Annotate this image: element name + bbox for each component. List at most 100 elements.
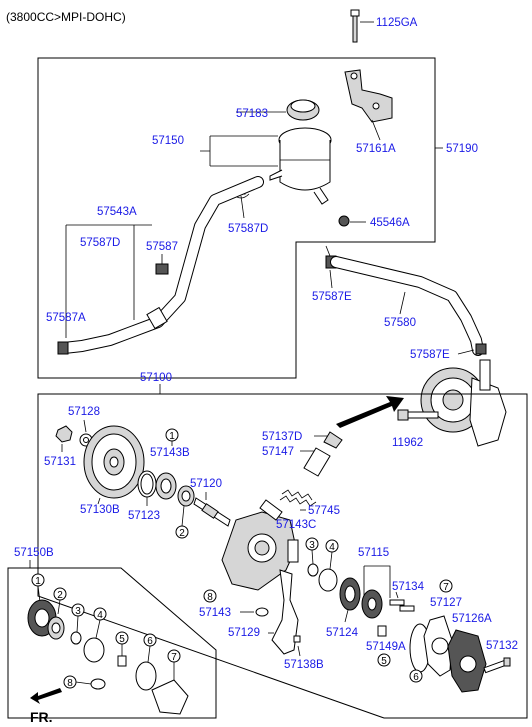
label-57587D-hose[interactable]: 57587D (80, 237, 120, 249)
kit-o-ring-6-icon (135, 661, 157, 691)
label-57115[interactable]: 57115 (358, 547, 389, 559)
front-arrow-icon (30, 688, 62, 704)
label-57587A[interactable]: 57587A (46, 312, 86, 324)
kit-seal-2-icon (47, 616, 65, 640)
rotor-57115-icon (361, 589, 383, 619)
label-57543A[interactable]: 57543A (97, 206, 137, 218)
label-57124[interactable]: 57124 (326, 627, 359, 639)
callout-6-icon (409, 669, 423, 683)
seal-kit-frame (7, 567, 217, 719)
label-57131[interactable]: 57131 (44, 456, 76, 468)
label-57137D[interactable]: 57137D (262, 431, 302, 443)
engine-header: (3800CC>MPI-DOHC) (6, 10, 126, 24)
label-57100[interactable]: 57100 (140, 372, 172, 384)
callout-1: 1 (169, 431, 175, 442)
label-57587E-upper[interactable]: 57587E (312, 291, 352, 303)
label-57183[interactable]: 57183 (236, 108, 268, 120)
callout-6: 6 (413, 672, 419, 683)
label-57147[interactable]: 57147 (262, 446, 294, 458)
o-ring-8-icon (255, 607, 269, 617)
kit-callout-2: 2 (57, 590, 63, 601)
bolt-11962-icon (397, 409, 439, 421)
kit-callout-4: 4 (97, 610, 103, 621)
callout-7: 7 (443, 582, 449, 593)
kit-callout-7: 7 (171, 652, 177, 663)
clamp-57587A-icon (57, 341, 69, 355)
label-57190[interactable]: 57190 (446, 143, 478, 155)
clamp-57587E-lower-icon (475, 343, 487, 355)
bolt-57132-icon (483, 657, 511, 674)
label-57138B[interactable]: 57138B (284, 659, 324, 671)
label-57150[interactable]: 57150 (152, 135, 184, 147)
reservoir-tank-icon (269, 127, 332, 205)
label-57143[interactable]: 57143 (199, 607, 231, 619)
o-ring-3-icon (307, 563, 319, 577)
kit-o-ring-8-icon (90, 678, 106, 690)
kit-callout-5: 5 (119, 634, 125, 645)
suction-hose-57543A-icon (58, 176, 264, 354)
pins-57134-icon (389, 599, 415, 612)
callout-8-icon (203, 589, 217, 603)
label-57123[interactable]: 57123 (128, 510, 160, 522)
nut-57131-icon (55, 425, 73, 443)
callout-8: 8 (207, 592, 213, 603)
callout-7-icon (439, 579, 453, 593)
bolt-1125GA-icon (350, 9, 360, 43)
label-57161A[interactable]: 57161A (356, 143, 396, 155)
label-57745[interactable]: 57745 (308, 505, 340, 517)
label-57149A[interactable]: 57149A (366, 641, 406, 653)
label-57132[interactable]: 57132 (486, 640, 518, 652)
snap-ring-57123-icon (137, 470, 157, 498)
kit-gasket-7-icon (151, 679, 189, 715)
bearing-57143B-icon (155, 472, 195, 507)
callout-4: 4 (329, 542, 335, 553)
label-57150B[interactable]: 57150B (14, 547, 54, 559)
label-57129[interactable]: 57129 (228, 627, 260, 639)
pump-assembly-icon (420, 359, 507, 447)
label-57134[interactable]: 57134 (392, 581, 425, 593)
reservoir-group-frame (37, 57, 436, 379)
bracket-57161A-icon (344, 69, 393, 123)
kit-callout-8: 8 (67, 678, 73, 689)
label-57120[interactable]: 57120 (190, 478, 222, 490)
callout-3: 3 (309, 540, 315, 551)
label-1125GA[interactable]: 1125GA (376, 17, 418, 29)
label-57587E-lower[interactable]: 57587E (410, 349, 450, 361)
o-ring-4-icon (318, 568, 338, 592)
label-57128[interactable]: 57128 (68, 406, 100, 418)
seal-57149A-icon (377, 625, 387, 637)
pump-body-icon (221, 499, 297, 591)
label-57143B[interactable]: 57143B (150, 447, 190, 459)
pin-57143C-icon (287, 539, 299, 563)
spring-57745-icon (279, 489, 317, 507)
kit-callout-1: 1 (35, 576, 41, 587)
pressure-hose-57580-icon (330, 256, 484, 356)
label-57580[interactable]: 57580 (384, 317, 416, 329)
label-57143C[interactable]: 57143C (276, 519, 316, 531)
kit-o-ring-4-icon (83, 637, 105, 663)
valve-fitting-57137D-icon (303, 431, 343, 477)
explode-arrow-icon (336, 396, 404, 428)
label-57126A[interactable]: 57126A (452, 613, 492, 625)
kit-o-ring-3-icon (70, 631, 82, 645)
label-57587D-reservoir[interactable]: 57587D (228, 223, 268, 235)
kit-seal-5-icon (117, 655, 127, 667)
gasket-57127-icon (423, 615, 453, 677)
kit-callout-6: 6 (147, 636, 153, 647)
label-57127[interactable]: 57127 (430, 597, 462, 609)
callout-5: 5 (381, 656, 387, 667)
label-11962[interactable]: 11962 (392, 437, 423, 449)
pulley-57130B-icon (83, 425, 145, 499)
label-57130B[interactable]: 57130B (80, 504, 120, 516)
reservoir-cap-icon (286, 99, 320, 121)
pump-group-frame (37, 393, 528, 719)
cover-57126A-icon (447, 629, 487, 693)
label-57587[interactable]: 57587 (146, 241, 178, 253)
callout-2: 2 (179, 528, 185, 539)
shaft-57120-icon (193, 497, 231, 527)
front-label: FR. (30, 709, 53, 725)
cam-ring-57115-icon (339, 577, 361, 611)
clamp-45546A-icon (338, 215, 350, 227)
label-45546A[interactable]: 45546A (370, 217, 410, 229)
